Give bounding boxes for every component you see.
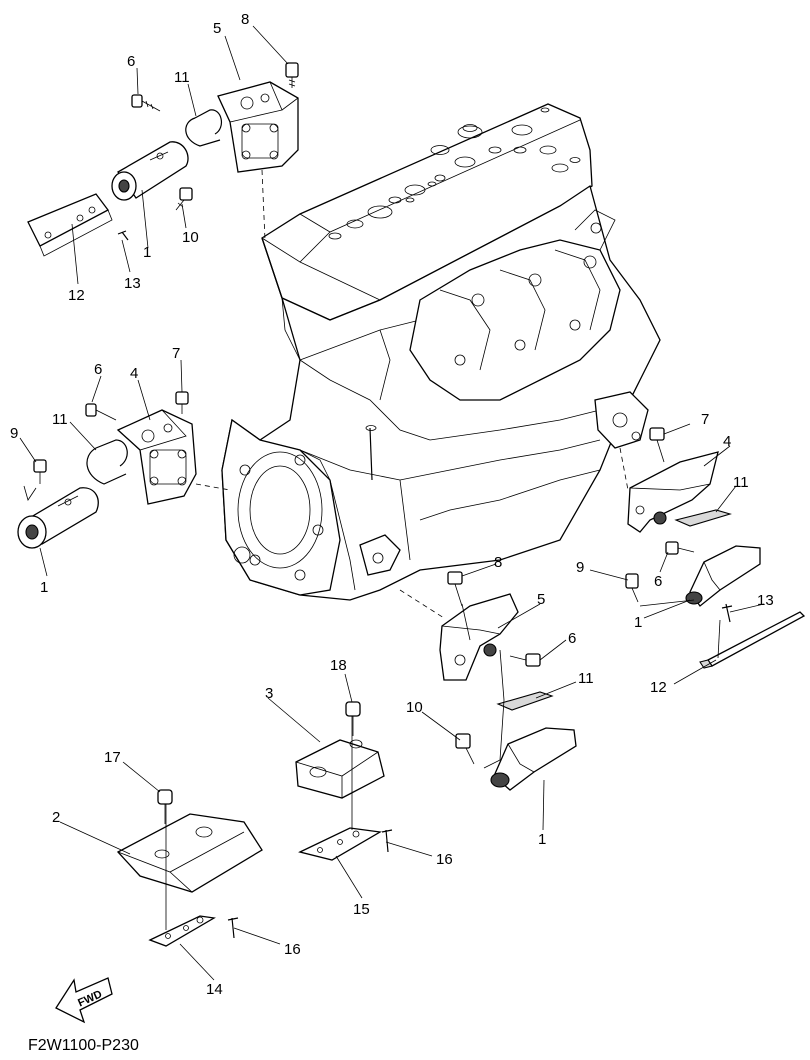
callout-11-label: 11	[733, 474, 749, 491]
callout-12-label: 12	[650, 679, 667, 696]
callout-18-label: 18	[330, 657, 347, 674]
callout-16-label: 16	[284, 941, 301, 958]
callout-10-label: 10	[182, 229, 199, 246]
callout-6-label: 6	[654, 573, 662, 590]
callout-8-label: 8	[241, 11, 249, 28]
callout-8-label: 8	[494, 554, 502, 571]
callout-11-label: 11	[578, 670, 594, 687]
callout-5-label: 5	[213, 20, 221, 37]
callout-4-label: 4	[723, 433, 731, 450]
callout-7-label: 7	[701, 411, 709, 428]
callout-16-label: 16	[436, 851, 453, 868]
fwd-arrow-icon	[55, 977, 113, 1024]
engine-block-drawing	[221, 103, 661, 601]
callout-6-label: 6	[127, 53, 135, 70]
callout-3-label: 3	[265, 685, 273, 702]
callout-6-label: 6	[94, 361, 102, 378]
callout-12-label: 12	[68, 287, 85, 304]
assembly-lines	[195, 169, 629, 619]
callout-1-label: 1	[143, 244, 151, 261]
callout-7-label: 7	[172, 345, 180, 362]
callout-9-label: 9	[576, 559, 584, 576]
callout-6-label: 6	[568, 630, 576, 647]
lower-pads	[116, 701, 393, 947]
callout-11-label: 11	[174, 69, 190, 86]
callout-4-label: 4	[130, 365, 138, 382]
mount-assembly-upper-left	[27, 62, 299, 257]
callout-2-label: 2	[52, 809, 60, 826]
callout-15-label: 15	[353, 901, 370, 918]
callout-13-label: 13	[124, 275, 141, 292]
callout-1-label: 1	[538, 831, 546, 848]
callout-5-label: 5	[537, 591, 545, 608]
callout-14-label: 14	[206, 981, 223, 998]
callout-1-label: 1	[40, 579, 48, 596]
mount-assembly-center	[439, 571, 577, 791]
callout-17-label: 17	[104, 749, 121, 766]
callout-13-label: 13	[757, 592, 774, 609]
diagram-code: F2W1100-P230	[28, 1037, 139, 1054]
callout-1-label: 1	[634, 614, 642, 631]
callout-10-label: 10	[406, 699, 423, 716]
leader-lines	[19, 25, 765, 981]
callout-11-label: 11	[52, 411, 68, 428]
mount-assembly-middle-left	[17, 391, 197, 549]
alignment-lines	[23, 485, 721, 930]
mount-assembly-right	[625, 427, 806, 669]
callout-9-label: 9	[10, 425, 18, 442]
